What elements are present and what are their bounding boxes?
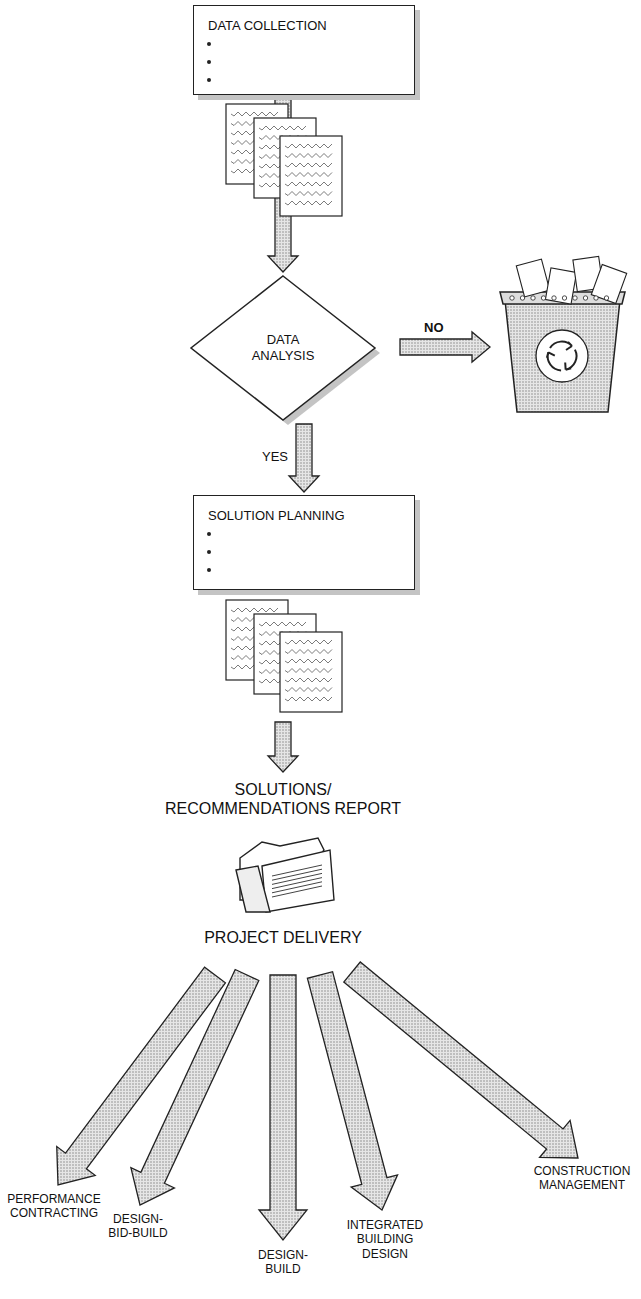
rim-rivet [573, 296, 577, 300]
document-line [272, 886, 322, 897]
page [280, 632, 342, 712]
block-arrow [400, 332, 490, 362]
folder-icon [236, 838, 334, 912]
page [280, 136, 342, 216]
text-line [285, 154, 332, 158]
branch-label: NO [424, 320, 464, 336]
block-arrow [131, 970, 259, 1205]
delivery-method: CONSTRUCTION MANAGEMENT [528, 1164, 636, 1193]
bullet [207, 532, 211, 536]
text-line [231, 608, 278, 612]
text-line [285, 173, 332, 177]
bullet [207, 42, 211, 46]
text-line [285, 640, 332, 644]
rim-rivet [510, 296, 514, 300]
flow-arrow [289, 424, 319, 492]
recycle-arrow [545, 350, 563, 373]
block-arrow [259, 975, 307, 1240]
text-line [285, 659, 332, 663]
text-line [285, 192, 332, 196]
recycle-arrow [550, 342, 572, 350]
rim-rivet [583, 296, 587, 300]
edge-label: YES [260, 449, 290, 465]
rim-rivet [531, 296, 535, 300]
text-line [259, 126, 306, 130]
text-line [285, 697, 332, 701]
paper [516, 259, 549, 297]
text-line [285, 688, 332, 692]
stage-label: SOLUTIONS/ RECOMMENDATIONS REPORT [153, 780, 413, 818]
block-arrow [268, 722, 298, 772]
text-line [285, 669, 332, 673]
paper [591, 265, 626, 304]
process-box: DATA COLLECTION [193, 5, 415, 95]
rim-rivet [520, 296, 524, 300]
node-text: SOLUTION PLANNING [208, 508, 400, 524]
text-line [285, 144, 332, 148]
recycle-arrow [562, 349, 580, 372]
diamond-shape [191, 276, 375, 420]
bullet [207, 550, 211, 554]
paper [545, 268, 576, 304]
rim-rivet [604, 296, 608, 300]
delivery-method: DESIGN-BUILD [253, 1248, 313, 1277]
bullet [207, 568, 211, 572]
stage-label: PROJECT DELIVERY [153, 928, 413, 947]
document-stack [226, 104, 342, 216]
text-line [259, 622, 306, 626]
text-line [285, 650, 332, 654]
delivery-method: DESIGN-BID-BUILD [104, 1212, 172, 1241]
node-text: DATA ANALYSIS [245, 332, 321, 365]
process-box: SOLUTION PLANNING [193, 495, 415, 590]
delivery-arrows [57, 962, 578, 1240]
bullet [207, 78, 211, 82]
block-arrow [344, 962, 578, 1158]
text-line [285, 201, 332, 205]
bin-body [505, 300, 620, 412]
folder-front [236, 866, 270, 912]
rim-rivet [552, 296, 556, 300]
document [262, 850, 334, 912]
decision-diamond: DATA ANALYSIS [190, 275, 376, 421]
text-line [231, 112, 278, 116]
delivery-method: INTEGRATED BUILDING DESIGN [340, 1218, 430, 1261]
delivery-method: PERFORMANCE CONTRACTING [4, 1192, 104, 1221]
text-line [285, 182, 332, 186]
text-line [285, 163, 332, 167]
rim-rivet [594, 296, 598, 300]
bullet [207, 60, 211, 64]
rim-rivet [562, 296, 566, 300]
document-stack [226, 600, 342, 712]
recycle-badge [536, 330, 588, 382]
recycle-bin [500, 256, 627, 412]
node-text: DATA COLLECTION [208, 18, 400, 34]
rim-rivet [541, 296, 545, 300]
text-line [285, 678, 332, 682]
